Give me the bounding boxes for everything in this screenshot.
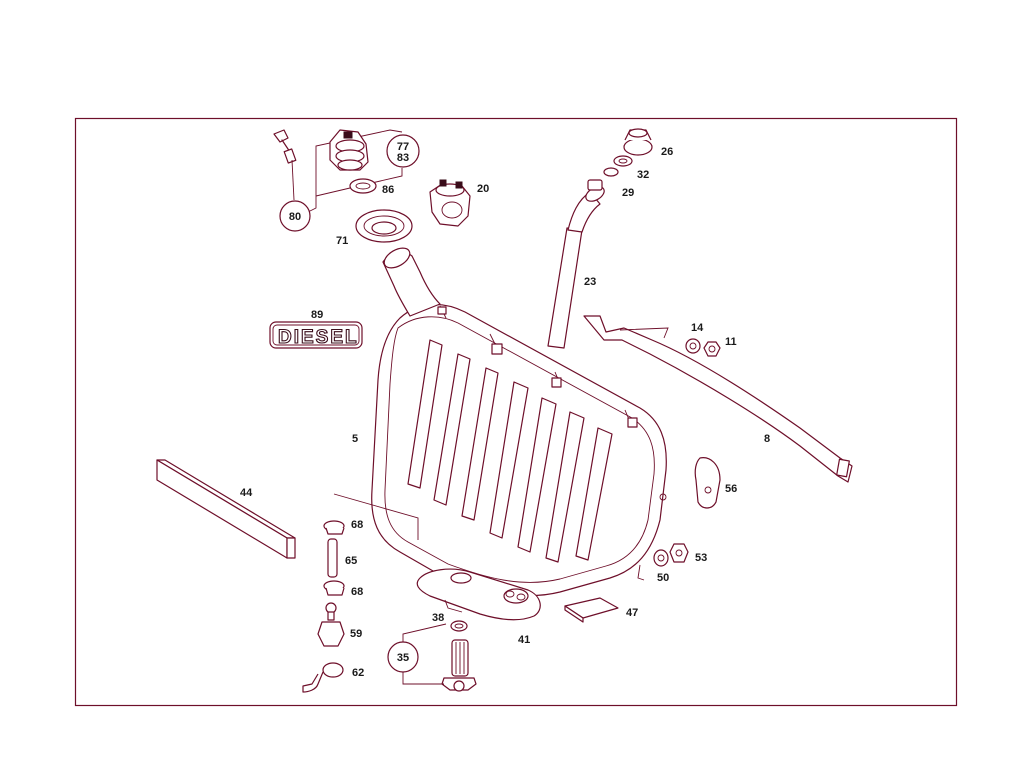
hose-clamp-top (323, 520, 345, 535)
callout-56: 56 (725, 483, 737, 495)
callout-38: 38 (432, 612, 444, 624)
callout-50: 50 (657, 572, 669, 584)
callout-44: 44 (240, 487, 253, 499)
callout-5: 5 (352, 433, 358, 445)
callout-11: 11 (725, 336, 737, 348)
callout-77: 77 (397, 141, 409, 153)
callout-14: 14 (691, 322, 704, 334)
callout-89: 89 (311, 309, 323, 321)
diagram-frame (74, 117, 958, 707)
nut-53 (669, 543, 689, 563)
fuel-tank (371, 247, 667, 597)
callout-26: 26 (661, 146, 673, 158)
drain-valve (317, 602, 345, 647)
callout-circle-80 (279, 200, 311, 232)
flange-ring (355, 209, 413, 243)
hose-clamp-bottom (323, 580, 345, 596)
drain-hose (327, 538, 338, 578)
drain-cap (302, 662, 344, 693)
callout-35: 35 (397, 652, 409, 664)
callout-circle-77-83 (386, 134, 420, 168)
callout-68-bottom: 68 (351, 586, 363, 598)
callout-86: 86 (382, 184, 394, 196)
diesel-decal: DIESEL (269, 321, 363, 349)
filler-hose (547, 179, 605, 349)
seal-ring-29 (603, 167, 619, 177)
callout-circle-35 (387, 641, 419, 673)
fuel-strainer (441, 639, 477, 692)
callout-62: 62 (352, 667, 364, 679)
diesel-decal-text: DIESEL (278, 327, 359, 348)
callout-41: 41 (518, 634, 530, 646)
nut-11 (703, 341, 721, 357)
callout-53: 53 (695, 552, 707, 564)
o-ring-38 (450, 620, 468, 632)
tank-base-plate (416, 568, 541, 621)
fuel-cap (623, 128, 653, 156)
washer-14 (685, 338, 701, 354)
callout-80: 80 (289, 211, 301, 223)
insulation-strip (156, 459, 296, 559)
callout-29: 29 (622, 187, 634, 199)
bracket-56 (694, 457, 721, 509)
callout-47: 47 (626, 607, 638, 619)
callout-8: 8 (764, 433, 770, 445)
seal-ring-32 (613, 155, 633, 167)
sender-wire (273, 129, 297, 164)
callout-71: 71 (336, 235, 348, 247)
tank-ribs (407, 339, 613, 563)
callout-23: 23 (584, 276, 596, 288)
callout-68-top: 68 (351, 519, 363, 531)
callout-83: 83 (397, 152, 409, 164)
gasket-86 (349, 178, 377, 194)
fuel-level-sender (329, 129, 369, 171)
callout-20: 20 (477, 183, 489, 195)
callout-65: 65 (345, 555, 357, 567)
washer-50 (653, 549, 669, 567)
callout-59: 59 (350, 628, 362, 640)
tank-strap (583, 315, 853, 483)
callout-32: 32 (637, 169, 649, 181)
fuel-pump-unit (429, 179, 471, 227)
